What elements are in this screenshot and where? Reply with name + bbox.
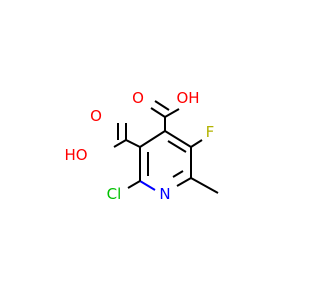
bond-carboxyl1-oh [164, 108, 180, 118]
bond-carboxyl2-ho [113, 139, 127, 148]
bonds [113, 100, 219, 194]
bond-c3-carboxyl [125, 139, 141, 148]
hydroxyl-label-top: OH [176, 89, 199, 107]
atom-labels: O OH O HO F N Cl [64, 89, 214, 203]
fluorine-label: F [206, 123, 215, 141]
oxygen-label-left: O [90, 107, 102, 125]
hydroxyl-label-left: HO [64, 146, 87, 164]
bond-carbonyl1-b [154, 100, 170, 111]
bond-c6-n-inner [172, 170, 184, 178]
molecule-structure: O OH O HO F N Cl [64, 89, 219, 203]
bond-carbonyl1-a [150, 107, 166, 118]
oxygen-label-top: O [132, 89, 144, 107]
bond-c3-c4 [139, 130, 166, 148]
bond-c6-n-left [176, 177, 192, 187]
chlorine-label: Cl [107, 185, 122, 203]
bond-c2-cl [127, 180, 141, 189]
bond-c4-c5-inner [167, 140, 187, 153]
bond-c6-methyl [190, 177, 219, 194]
bond-n-c2 [139, 180, 156, 191]
bond-c4-c5 [164, 130, 192, 148]
nitrogen-label: N [159, 185, 170, 203]
bond-c5-f [190, 139, 203, 148]
